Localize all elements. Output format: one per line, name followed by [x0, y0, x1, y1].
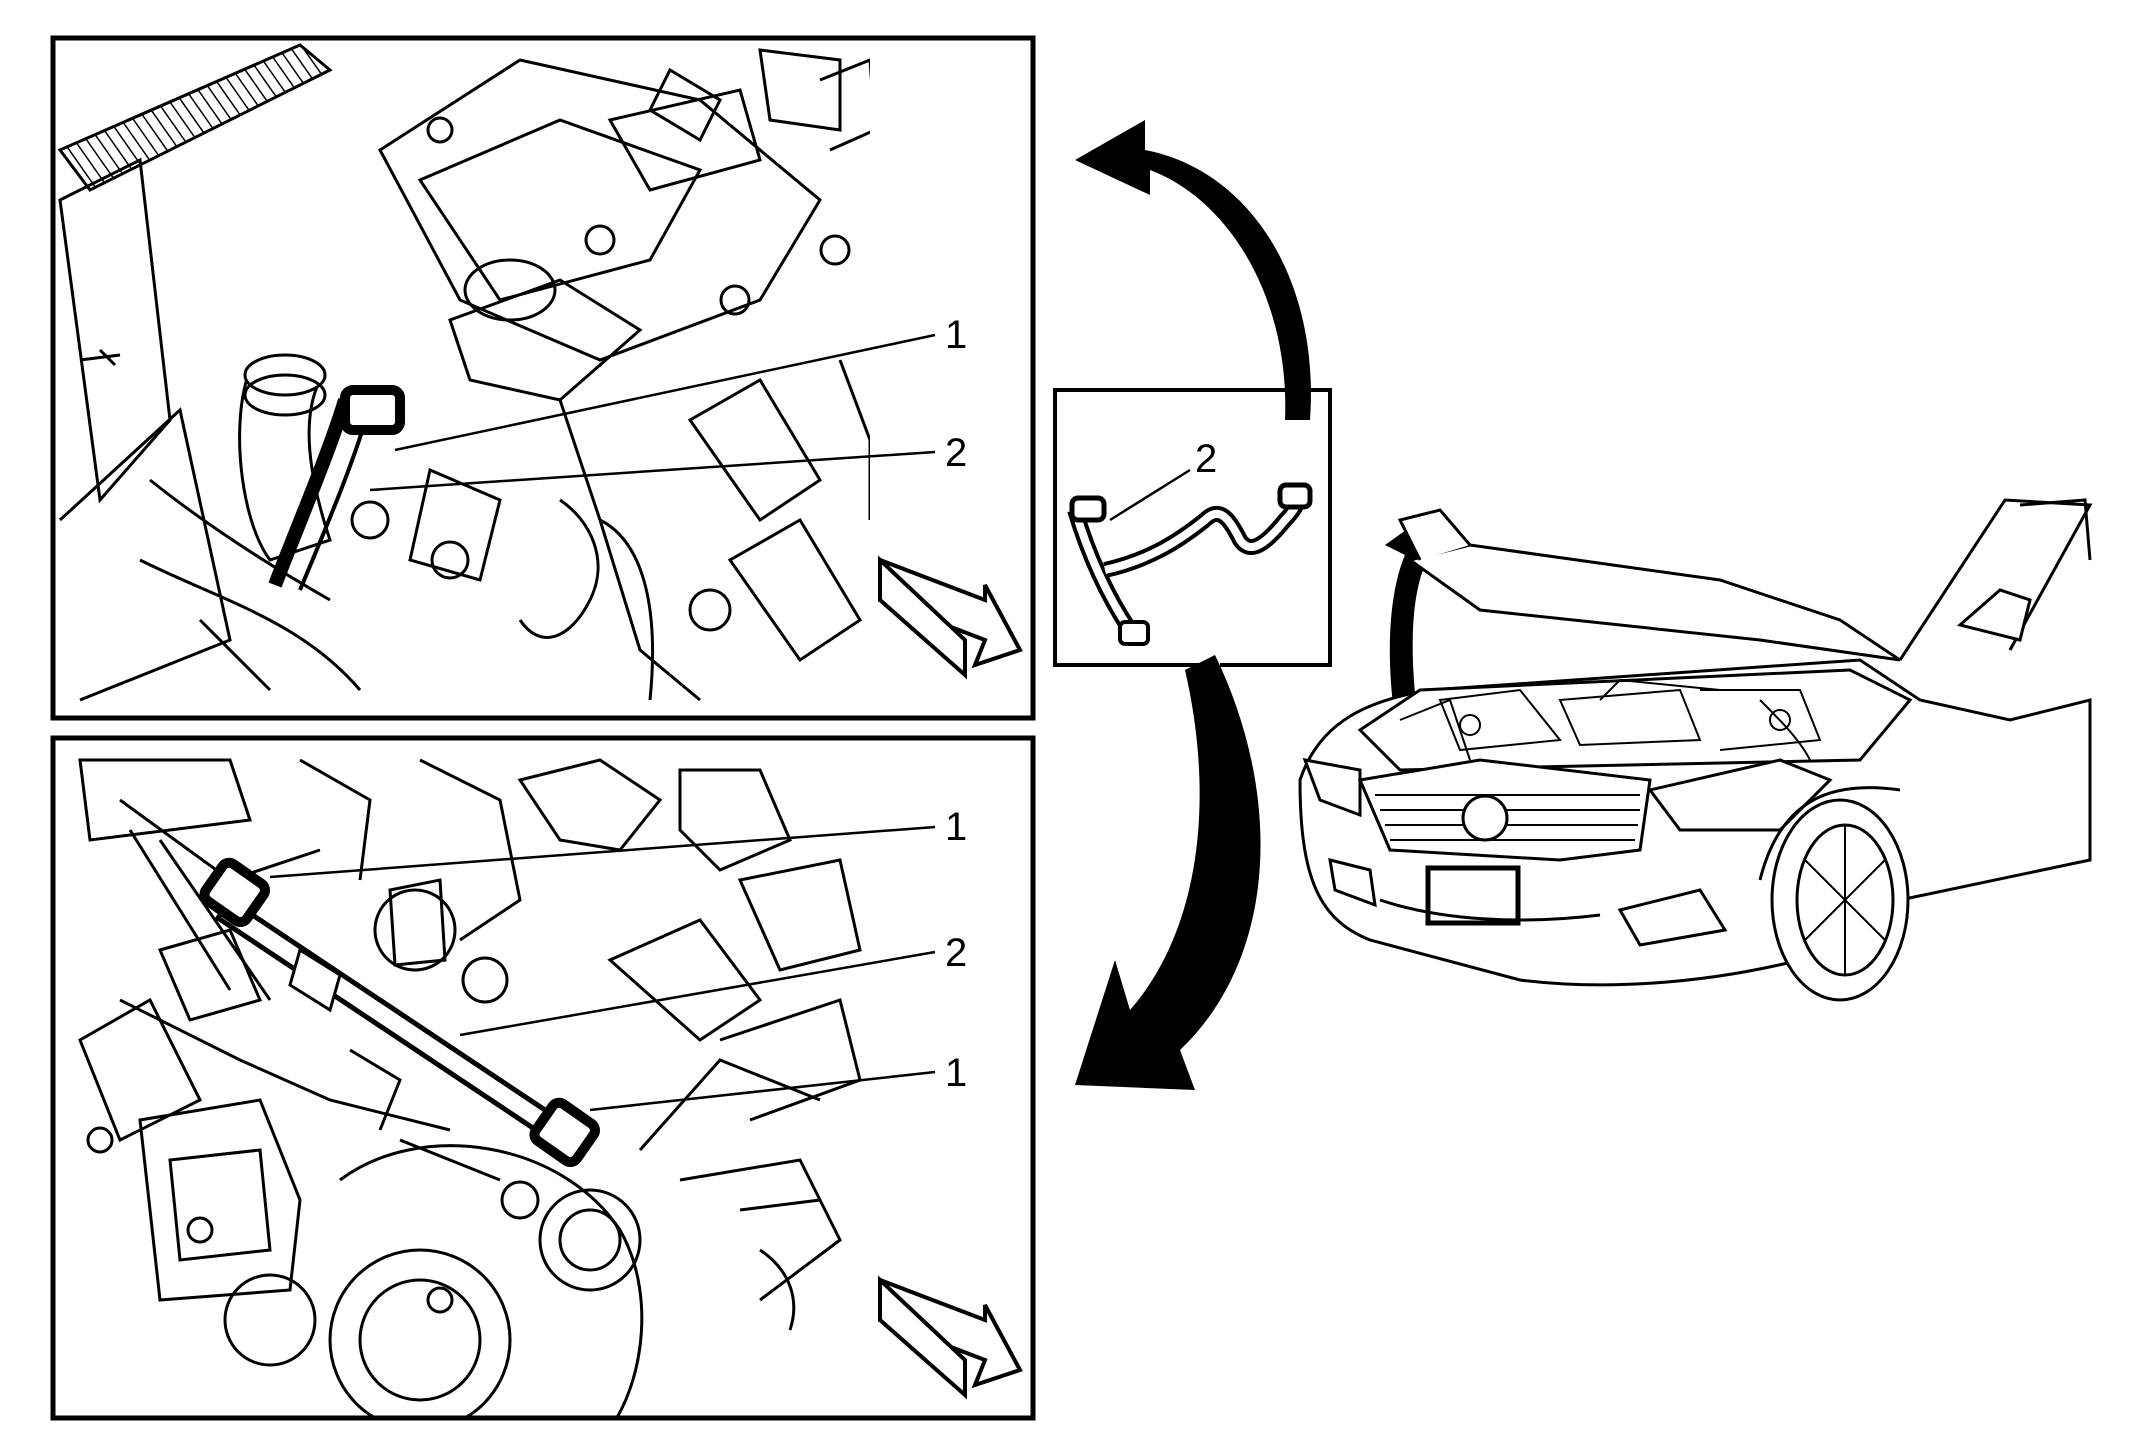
bottom-callout-1-upper: 1	[945, 805, 967, 849]
vehicle-engine-bay-detail	[1399, 678, 1822, 761]
bottom-leader-2	[459, 950, 936, 1037]
center-panel-frame	[1053, 388, 1332, 667]
lower-curved-arrow-icon	[1075, 655, 1261, 1090]
top-detail-panel: 1 2	[50, 35, 1036, 721]
bottom-callout-2: 2	[945, 931, 967, 975]
top-callout-2: 2	[945, 431, 967, 475]
top-panel-frame	[50, 35, 1036, 721]
top-callout-1: 1	[945, 313, 967, 357]
center-leader-2	[1109, 468, 1191, 522]
top-engine-bay-linework	[57, 43, 870, 702]
vehicle-grille-bars	[1375, 794, 1640, 841]
bottom-engine-bay-linework	[78, 758, 862, 1416]
top-leader-2	[369, 450, 936, 492]
bottom-callout-1-lower: 1	[945, 1051, 967, 1095]
center-callout-2: 2	[1195, 437, 1217, 481]
center-hose-assembly	[1067, 482, 1313, 646]
bottom-highlighted-hose	[199, 857, 600, 1168]
vehicle-badge	[1461, 794, 1509, 842]
upper-curved-arrow-icon	[1075, 120, 1311, 420]
vehicle-curved-arrow-icon	[1385, 520, 1445, 720]
vehicle-illustration	[1298, 498, 2093, 1002]
center-part-panel: 2	[1053, 388, 1332, 667]
bottom-detail-panel: 1 2 1	[50, 735, 1036, 1421]
bottom-front-direction-arrow-icon	[878, 1275, 1023, 1400]
bottom-leader-1-lower	[589, 1070, 936, 1112]
top-front-direction-arrow-icon	[878, 555, 1023, 680]
top-leader-1	[394, 333, 936, 452]
bottom-leader-1-upper	[269, 825, 936, 879]
